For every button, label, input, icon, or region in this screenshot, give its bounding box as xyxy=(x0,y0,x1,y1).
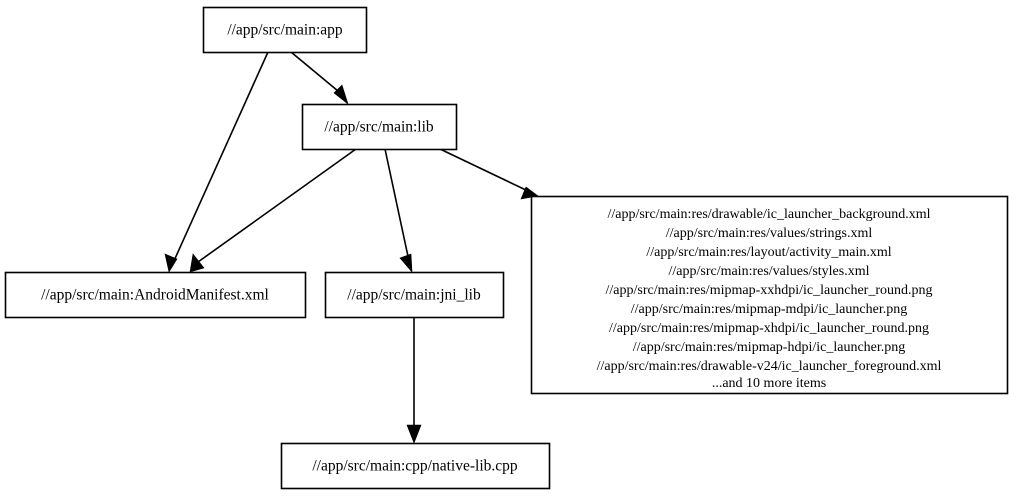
node-lib[interactable]: //app/src/main:lib xyxy=(301,103,458,151)
resources-line-10: ...and 10 more items xyxy=(712,376,826,391)
node-jni-lib[interactable]: //app/src/main:jni_lib xyxy=(324,271,505,319)
resources-line-7: //app/src/main:res/mipmap-xhdpi/ic_launc… xyxy=(609,321,929,336)
node-app-label: //app/src/main:app xyxy=(227,22,343,39)
edge-lib-to-jni-lib xyxy=(384,148,413,273)
node-native-lib-cpp[interactable]: //app/src/main:cpp/native-lib.cpp xyxy=(280,442,551,490)
resources-line-6: //app/src/main:res/mipmap-mdpi/ic_launch… xyxy=(631,302,907,317)
node-android-manifest[interactable]: //app/src/main:AndroidManifest.xml xyxy=(4,271,307,319)
edge-app-to-manifest xyxy=(164,51,269,273)
node-lib-label: //app/src/main:lib xyxy=(324,119,434,136)
resources-line-5: //app/src/main:res/mipmap-xxhdpi/ic_laun… xyxy=(606,283,933,298)
resources-line-2: //app/src/main:res/values/strings.xml xyxy=(666,226,873,241)
edge-app-to-lib xyxy=(290,51,349,105)
edge-lib-to-resources xyxy=(439,148,539,200)
resources-line-9: //app/src/main:res/drawable-v24/ic_launc… xyxy=(597,359,942,374)
edge-jni-lib-to-native-lib xyxy=(406,318,422,444)
node-jni-lib-label: //app/src/main:jni_lib xyxy=(347,287,481,304)
node-native-lib-cpp-label: //app/src/main:cpp/native-lib.cpp xyxy=(312,458,518,475)
node-android-manifest-label: //app/src/main:AndroidManifest.xml xyxy=(41,287,269,304)
node-resources[interactable]: //app/src/main:res/drawable/ic_launcher_… xyxy=(530,195,1009,395)
edge-lib-to-manifest xyxy=(189,148,357,273)
node-app[interactable]: //app/src/main:app xyxy=(202,6,368,54)
resources-line-1: //app/src/main:res/drawable/ic_launcher_… xyxy=(607,207,930,222)
resources-line-3: //app/src/main:res/layout/activity_main.… xyxy=(646,245,891,260)
resources-line-8: //app/src/main:res/mipmap-hdpi/ic_launch… xyxy=(633,340,906,355)
resources-line-4: //app/src/main:res/values/styles.xml xyxy=(668,264,869,279)
